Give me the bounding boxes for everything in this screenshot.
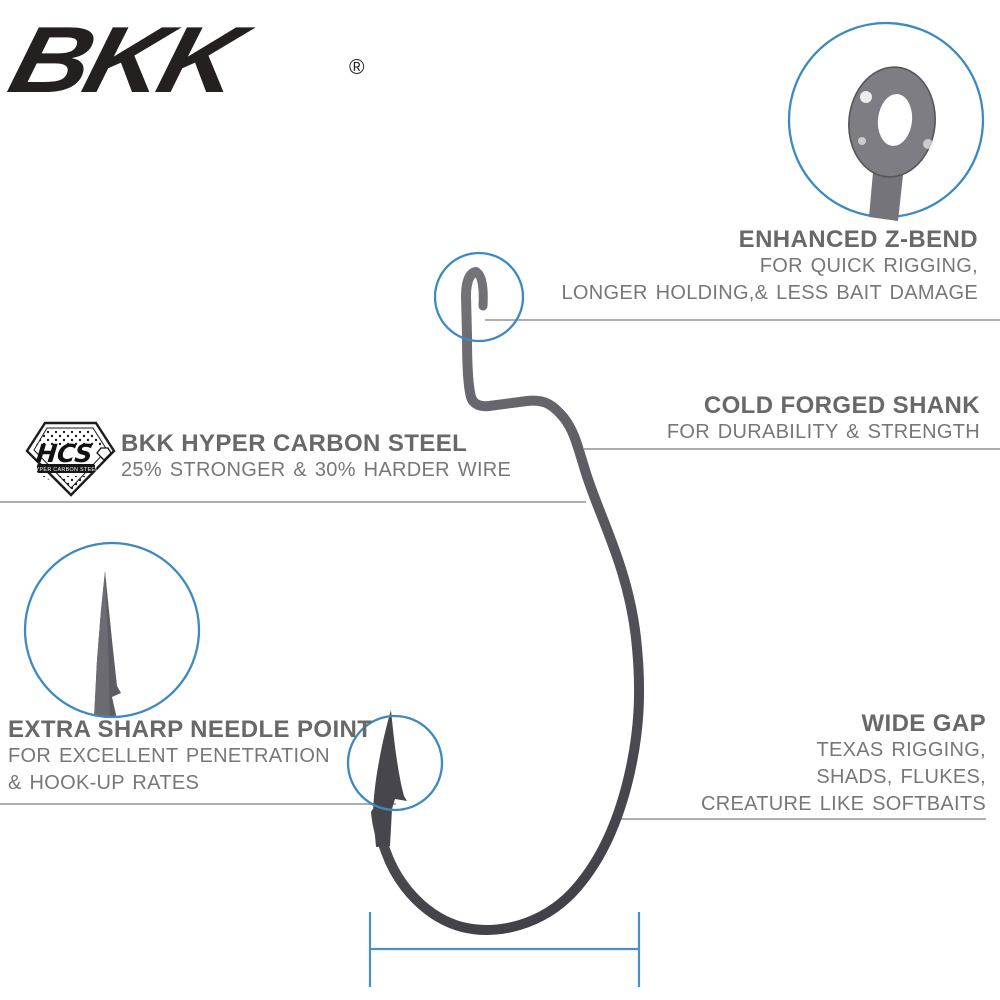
bkk-logo: BKK (0, 7, 251, 112)
steel-title: BKK HYPER CARBON STEEL (121, 430, 468, 457)
hcs-monogram: HCS (35, 439, 94, 468)
hcs-dots-top (36, 429, 104, 445)
zbend-line-1: FOR QUICK RIGGING, (759, 255, 978, 277)
hcs-badge: HYPER CARBON STEEL HCS (25, 421, 116, 497)
shank-callout: COLD FORGED SHANK FOR DURABILITY & STREN… (667, 392, 980, 446)
needle-inset (23, 541, 201, 719)
hcs-banner-text: HYPER CARBON STEEL (31, 467, 98, 473)
point-title: EXTRA SHARP NEEDLE POINT (8, 716, 373, 743)
hcs-banner (37, 464, 95, 473)
needle-inset-circle (23, 541, 201, 719)
shank-title: COLD FORGED SHANK (703, 392, 980, 419)
steel-callout: BKK HYPER CARBON STEEL 25% STRONGER & 30… (121, 430, 511, 484)
gap-line-1: TEXAS RIGGING, (816, 739, 986, 761)
point-line-2: & HOOK-UP RATES (8, 772, 200, 794)
shank-line-1: FOR DURABILITY & STRENGTH (666, 421, 980, 443)
eye-inset-highlight-2 (858, 137, 866, 145)
point-line-1: FOR EXCELLENT PENETRATION (8, 745, 330, 767)
hook-eye-stub (471, 267, 488, 311)
eye-inset-highlight-3 (923, 139, 933, 149)
gap-title: WIDE GAP (861, 710, 986, 737)
worm-hook (371, 267, 645, 935)
gap-measure (368, 912, 641, 987)
gap-line-2: SHADS, FLUKES, (816, 766, 986, 788)
eye-inset-hole (877, 94, 913, 146)
point-highlight-circle (346, 714, 444, 812)
point-callout: EXTRA SHARP NEEDLE POINT FOR EXCELLENT P… (8, 716, 372, 797)
hook-wire (371, 267, 645, 935)
zbend-callout: ENHANCED Z-BEND FOR QUICK RIGGING, LONGE… (561, 226, 978, 307)
registered-mark: ® (349, 56, 365, 79)
eye-inset-highlight (860, 91, 872, 103)
zbend-highlight-circle (433, 251, 525, 343)
gap-callout: WIDE GAP TEXAS RIGGING, SHADS, FLUKES, C… (701, 710, 986, 818)
zbend-line-2: LONGER HOLDING,& LESS BAIT DAMAGE (561, 282, 978, 304)
hcs-gem-icon (96, 447, 112, 461)
hook-point-barb (373, 710, 407, 847)
gap-line-3: CREATURE LIKE SOFTBAITS (700, 793, 986, 815)
hcs-dots-bottom (42, 476, 90, 492)
zbend-title: ENHANCED Z-BEND (738, 226, 978, 253)
eye-inset (787, 21, 985, 221)
needle-point-shade (94, 571, 110, 716)
steel-line-1: 25% STRONGER & 30% HARDER WIRE (121, 459, 512, 481)
